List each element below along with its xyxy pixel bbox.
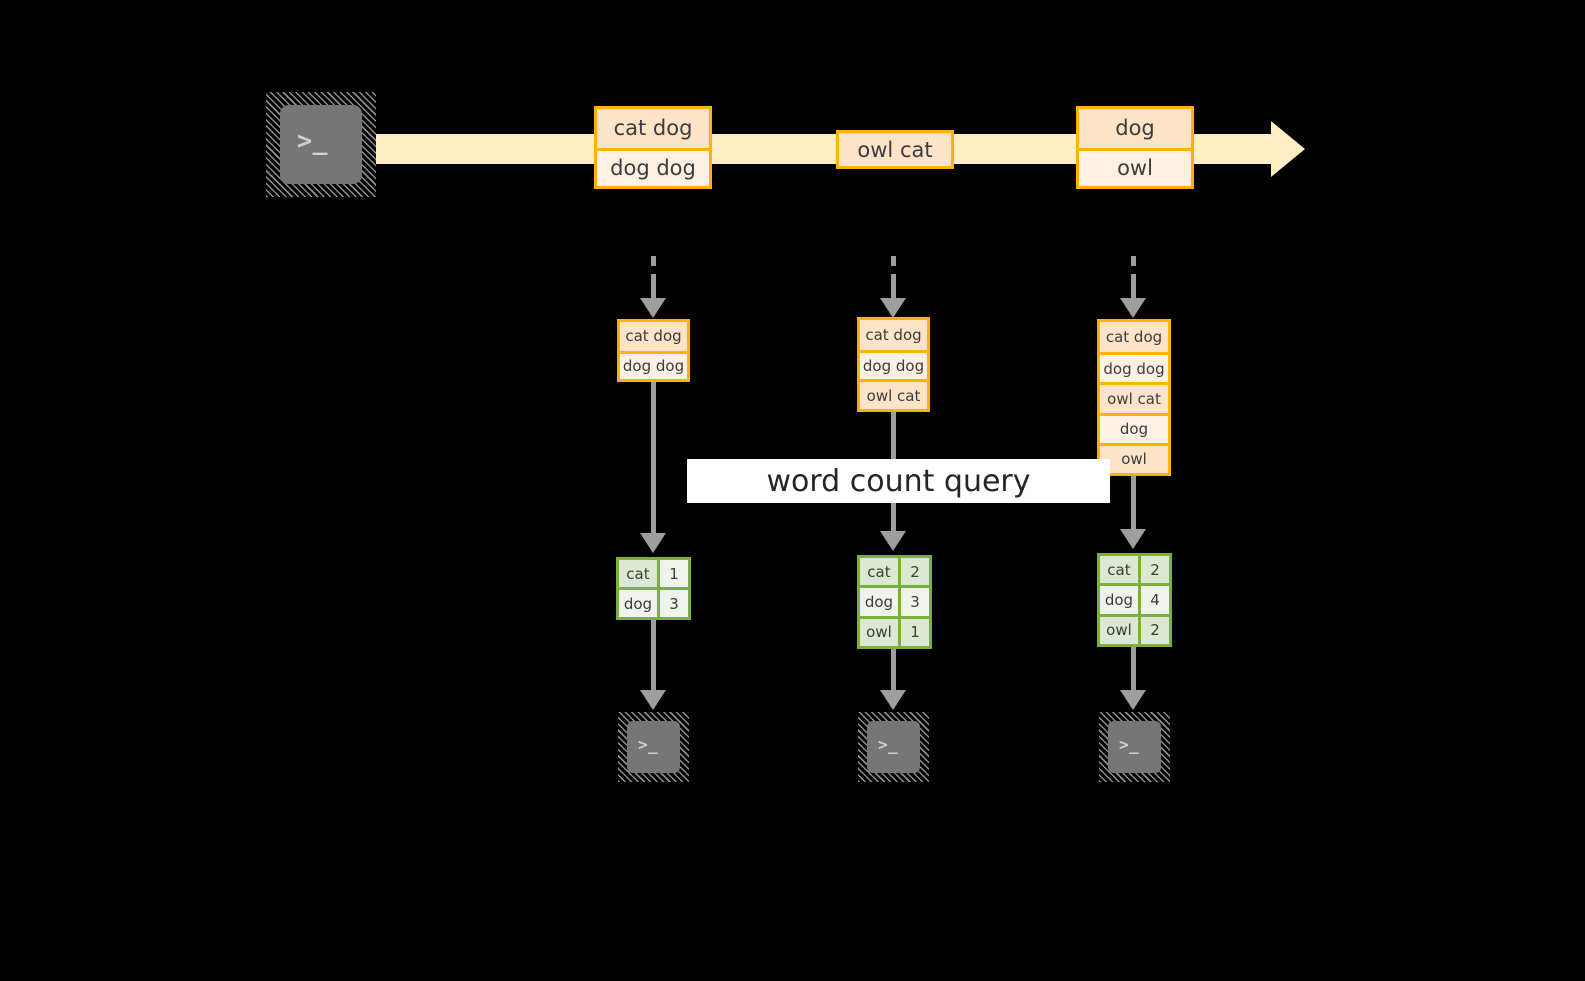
timeline-event-3[interactable]: dog owl bbox=[1076, 106, 1194, 189]
batch-2-result-count-1: 2 bbox=[897, 558, 929, 586]
batch-3-trigger-line bbox=[1131, 256, 1136, 300]
timeline-event-1-line-2: dog dog bbox=[597, 147, 709, 186]
terminal-prompt-glyph: >_ bbox=[638, 735, 658, 754]
table-row: dog 3 bbox=[860, 585, 929, 616]
batch-3-input-line-4: dog bbox=[1100, 412, 1168, 443]
batch-1-query-line bbox=[651, 382, 656, 535]
timeline-event-2-line-1: owl cat bbox=[839, 133, 951, 166]
query-banner-label: word count query bbox=[766, 463, 1031, 499]
batch-2-trigger-arrowhead bbox=[880, 298, 906, 318]
timeline-event-1[interactable]: cat dog dog dog bbox=[594, 106, 712, 189]
batch-1-input-stack[interactable]: cat dog dog dog bbox=[617, 319, 690, 382]
batch-3-input-line-5: owl bbox=[1100, 442, 1168, 473]
timeline-arrowhead bbox=[1271, 121, 1305, 177]
batch-1-query-arrowhead bbox=[640, 533, 666, 553]
batch-3-sink-arrowhead bbox=[1120, 690, 1146, 710]
batch-3-result-count-3: 2 bbox=[1137, 616, 1169, 644]
batch-1-input-line-2: dog dog bbox=[620, 350, 687, 379]
batch-1-result-word-2: dog bbox=[619, 590, 657, 617]
table-row: cat 2 bbox=[1100, 556, 1169, 584]
batch-3-input-line-1: cat dog bbox=[1100, 322, 1168, 353]
batch-2-trigger-line bbox=[891, 256, 896, 300]
terminal-prompt-glyph: >_ bbox=[297, 126, 329, 155]
batch-2-result-count-3: 1 bbox=[897, 618, 929, 646]
batch-2-sink-terminal-icon[interactable]: >_ bbox=[858, 712, 929, 782]
batch-1-sink-arrowhead bbox=[640, 690, 666, 710]
batch-2-input-line-2: dog dog bbox=[860, 349, 927, 380]
batch-1-sink-terminal-icon[interactable]: >_ bbox=[618, 712, 689, 782]
batch-1-input-line-1: cat dog bbox=[620, 322, 687, 351]
batch-3-result-count-1: 2 bbox=[1137, 556, 1169, 584]
batch-3-result-table[interactable]: cat 2 dog 4 owl 2 bbox=[1097, 553, 1172, 647]
batch-2-input-line-3: owl cat bbox=[860, 379, 927, 409]
batch-1-trigger-arrowhead bbox=[640, 298, 666, 318]
batch-3-trigger-arrowhead bbox=[1120, 298, 1146, 318]
batch-2-result-table[interactable]: cat 2 dog 3 owl 1 bbox=[857, 555, 932, 649]
terminal-prompt-glyph: >_ bbox=[878, 735, 898, 754]
query-banner: word count query bbox=[687, 459, 1110, 503]
batch-2-query-arrowhead bbox=[880, 531, 906, 551]
batch-3-input-stack[interactable]: cat dog dog dog owl cat dog owl bbox=[1097, 319, 1171, 476]
batch-1-trigger-line bbox=[651, 256, 656, 300]
batch-3-input-line-3: owl cat bbox=[1100, 382, 1168, 413]
batch-3-sink-terminal-icon[interactable]: >_ bbox=[1099, 712, 1170, 782]
batch-3-result-word-3: owl bbox=[1100, 616, 1138, 644]
timeline-event-3-line-1: dog bbox=[1079, 109, 1191, 148]
batch-1-sink-line bbox=[651, 620, 656, 692]
batch-3-result-word-2: dog bbox=[1100, 586, 1138, 614]
batch-2-sink-arrowhead bbox=[880, 690, 906, 710]
batch-2-input-line-1: cat dog bbox=[860, 320, 927, 350]
batch-1-result-count-1: 1 bbox=[656, 560, 688, 587]
table-row: cat 1 bbox=[619, 560, 688, 587]
batch-2-sink-line bbox=[891, 649, 896, 692]
table-row: owl 1 bbox=[860, 615, 929, 646]
batch-3-result-count-2: 4 bbox=[1137, 586, 1169, 614]
terminal-face bbox=[280, 105, 362, 184]
batch-3-query-line bbox=[1131, 476, 1136, 531]
batch-1-result-word-1: cat bbox=[619, 560, 657, 587]
batch-1-result-table[interactable]: cat 1 dog 3 bbox=[616, 557, 691, 620]
terminal-face bbox=[1108, 721, 1161, 773]
batch-2-result-word-1: cat bbox=[860, 558, 898, 586]
batch-3-sink-line bbox=[1131, 647, 1136, 692]
terminal-face bbox=[867, 721, 920, 773]
batch-2-result-word-2: dog bbox=[860, 588, 898, 616]
batch-3-query-arrowhead bbox=[1120, 529, 1146, 549]
source-terminal-icon[interactable]: >_ bbox=[266, 92, 376, 197]
timeline-event-3-line-2: owl bbox=[1079, 147, 1191, 186]
terminal-face bbox=[627, 721, 680, 773]
batch-3-result-word-1: cat bbox=[1100, 556, 1138, 584]
batch-1-result-count-2: 3 bbox=[656, 590, 688, 617]
table-row: cat 2 bbox=[860, 558, 929, 586]
terminal-prompt-glyph: >_ bbox=[1119, 735, 1139, 754]
batch-2-result-word-3: owl bbox=[860, 618, 898, 646]
batch-2-result-count-2: 3 bbox=[897, 588, 929, 616]
timeline-event-1-line-1: cat dog bbox=[597, 109, 709, 148]
table-row: dog 3 bbox=[619, 587, 688, 617]
batch-3-input-line-2: dog dog bbox=[1100, 352, 1168, 383]
table-row: dog 4 bbox=[1100, 583, 1169, 614]
batch-2-input-stack[interactable]: cat dog dog dog owl cat bbox=[857, 317, 930, 412]
table-row: owl 2 bbox=[1100, 613, 1169, 644]
timeline-event-2[interactable]: owl cat bbox=[836, 130, 954, 169]
